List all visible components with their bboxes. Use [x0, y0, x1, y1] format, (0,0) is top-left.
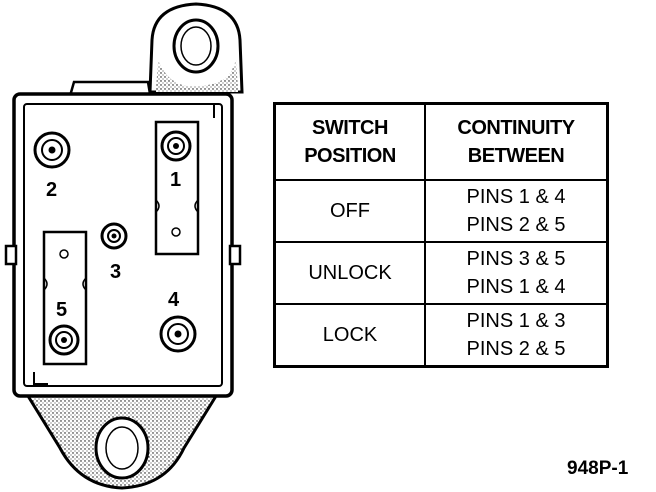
continuity-cell: PINS 1 & 3 PINS 2 & 5 — [424, 303, 609, 368]
position-cell: LOCK — [273, 303, 426, 368]
header-line: CONTINUITY — [457, 117, 575, 139]
bottom-mounting-tab — [25, 394, 219, 490]
continuity-table: SWITCH POSITION CONTINUITY BETWEEN OFF P… — [273, 102, 609, 368]
pin-pair: PINS 3 & 5 — [466, 248, 566, 270]
pin-1-slider — [154, 120, 200, 256]
pin-label-5: 5 — [56, 299, 67, 321]
position-cell: OFF — [273, 179, 426, 243]
switch-position-header: SWITCH POSITION — [273, 102, 426, 181]
pin-label-1: 1 — [170, 169, 181, 191]
continuity-cell: PINS 1 & 4 PINS 2 & 5 — [424, 179, 609, 243]
table-row: LOCK PINS 1 & 3 PINS 2 & 5 — [273, 303, 609, 368]
pin-pair: PINS 2 & 5 — [466, 214, 566, 236]
pin-pair: PINS 1 & 4 — [466, 276, 566, 298]
pin-label-2: 2 — [46, 179, 57, 201]
pin-4-terminal — [159, 315, 197, 353]
table-row: UNLOCK PINS 3 & 5 PINS 1 & 4 — [273, 241, 609, 305]
position-cell: UNLOCK — [273, 241, 426, 305]
table-header-row: SWITCH POSITION CONTINUITY BETWEEN — [273, 102, 609, 181]
header-line: SWITCH — [312, 117, 388, 139]
continuity-between-header: CONTINUITY BETWEEN — [424, 102, 609, 181]
header-line: BETWEEN — [467, 145, 565, 167]
pin-pair: PINS 1 & 4 — [466, 186, 566, 208]
pin-pair: PINS 2 & 5 — [466, 338, 566, 360]
pin-2-terminal — [33, 131, 71, 169]
pin-pair: PINS 1 & 3 — [466, 310, 566, 332]
figure-code: 948P-1 — [567, 458, 629, 479]
table-row: OFF PINS 1 & 4 PINS 2 & 5 — [273, 179, 609, 243]
pin-label-4: 4 — [168, 289, 180, 311]
bottom-mounting-hole — [94, 416, 150, 480]
header-line: POSITION — [304, 145, 396, 167]
pin-3-terminal — [100, 222, 128, 250]
continuity-cell: PINS 3 & 5 PINS 1 & 4 — [424, 241, 609, 305]
pin-label-3: 3 — [110, 261, 121, 283]
top-mounting-tab — [148, 2, 244, 94]
pin-5-slider — [42, 230, 88, 366]
